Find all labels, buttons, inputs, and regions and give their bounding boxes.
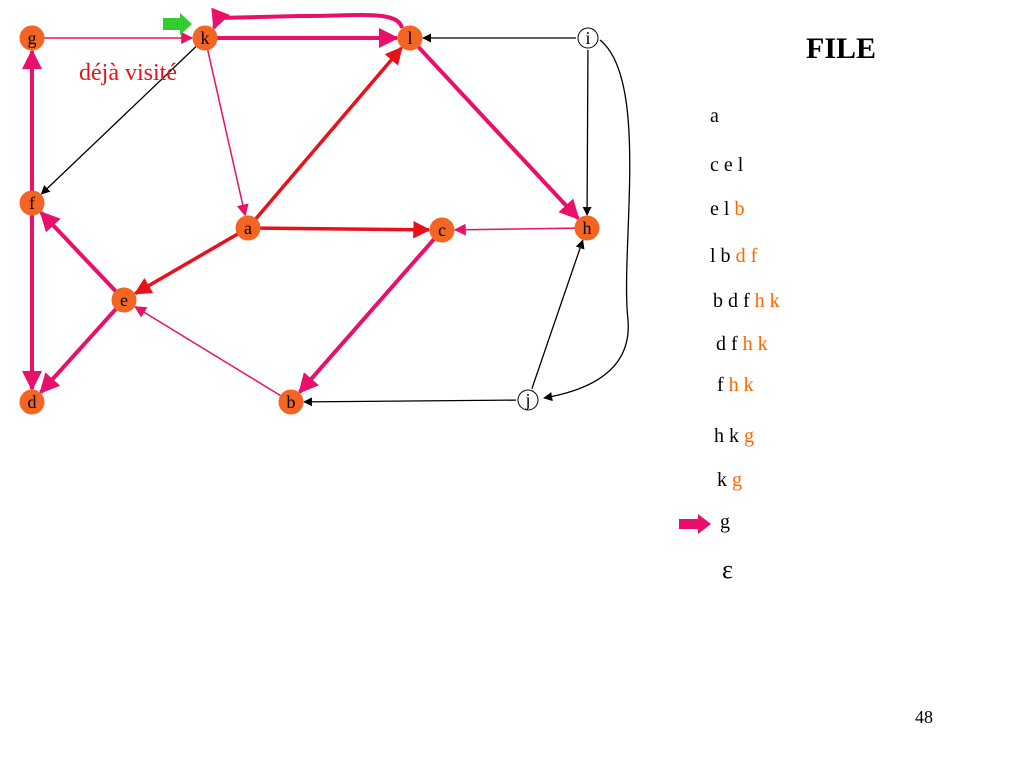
edge-e-f <box>39 210 118 293</box>
edges-layer <box>22 7 631 407</box>
node-label-l: l <box>407 28 412 48</box>
node-circle-k <box>192 25 218 51</box>
queue-row-existing: b d f <box>713 290 750 312</box>
edge-i-j <box>543 39 631 402</box>
queue-row: d f h k <box>716 333 768 356</box>
node-circle-g <box>19 25 45 51</box>
already-visited-annotation: déjà visité <box>79 60 177 86</box>
node-label-f: f <box>29 193 35 213</box>
page-number: 48 <box>915 707 933 727</box>
queue-row-existing: h k <box>714 425 739 447</box>
node-j: j <box>517 389 539 411</box>
node-label-c: c <box>438 220 446 240</box>
queue-row-existing: e l <box>710 198 730 220</box>
node-circle-b <box>278 389 304 415</box>
node-circle-c <box>429 217 455 243</box>
node-label-e: e <box>120 290 128 310</box>
node-f: f <box>19 190 45 216</box>
node-l: l <box>397 25 423 51</box>
queue-row-added: b <box>729 198 745 220</box>
queue-row-existing: d f <box>716 333 738 355</box>
node-c: c <box>429 217 455 243</box>
queue-row-existing: l b <box>710 245 731 267</box>
node-k: k <box>192 25 218 51</box>
queue-row: h k g <box>714 425 754 448</box>
node-circle-j <box>517 389 539 411</box>
node-label-d: d <box>28 392 37 412</box>
node-e: e <box>111 287 137 313</box>
queue-row: c e l <box>710 154 743 177</box>
node-label-a: a <box>244 218 252 238</box>
edge-i-h <box>582 49 592 216</box>
node-circle-l <box>397 25 423 51</box>
edge-l-k <box>211 7 404 30</box>
node-i: i <box>577 27 599 49</box>
edge-k-f <box>40 45 197 195</box>
edge-c-b <box>298 237 436 394</box>
node-d: d <box>19 389 45 415</box>
queue-pointer-icon <box>679 514 711 534</box>
edge-l-h <box>416 45 580 220</box>
queue-row-added: h k <box>737 333 768 355</box>
node-label-k: k <box>201 28 210 48</box>
edge-e-d <box>39 307 118 394</box>
queue-row-existing: f <box>717 374 724 396</box>
empty-queue-epsilon: ε <box>722 555 733 584</box>
node-h: h <box>574 215 600 241</box>
node-b: b <box>278 389 304 415</box>
nodes-layer: g k l i f a c h e d b j <box>19 25 600 415</box>
node-g: g <box>19 25 45 51</box>
edge-k-a <box>206 49 249 217</box>
queue-row-added: h k <box>749 290 780 312</box>
edge-j-h <box>531 239 585 389</box>
queue-row: b d f h k <box>713 290 780 313</box>
edge-a-c <box>259 220 431 239</box>
node-circle-i <box>577 27 599 49</box>
edge-b-e <box>134 306 282 397</box>
edge-a-l <box>254 46 403 221</box>
node-circle-h <box>574 215 600 241</box>
queue-row: f h k <box>717 374 754 397</box>
edge-j-b <box>303 397 517 407</box>
edge-h-c <box>453 223 576 236</box>
queue-title: FILE <box>806 32 877 65</box>
node-label-b: b <box>287 392 296 412</box>
queue-row-added: h k <box>723 374 754 396</box>
queue-row-existing: a <box>710 105 719 127</box>
queue-row-added: d f <box>730 245 758 267</box>
queue-row: l b d f <box>710 245 757 268</box>
node-circle-a <box>235 215 261 241</box>
node-label-j: j <box>524 390 530 410</box>
current-node-pointer-icon <box>163 13 192 35</box>
node-circle-f <box>19 190 45 216</box>
queue-row-added: g <box>739 425 754 447</box>
queue-row: e l b <box>710 198 744 221</box>
queue-row: k g <box>717 469 742 492</box>
queue-row-existing: k <box>717 469 727 491</box>
queue-row: g <box>720 511 730 534</box>
node-label-h: h <box>583 218 592 238</box>
node-circle-e <box>111 287 137 313</box>
queue-row-added: g <box>727 469 742 491</box>
queue-row: a <box>710 105 719 128</box>
queue-row-existing: g <box>720 511 730 533</box>
node-label-i: i <box>585 28 590 48</box>
node-circle-d <box>19 389 45 415</box>
node-label-g: g <box>28 28 37 48</box>
edge-a-e <box>133 232 239 295</box>
node-a: a <box>235 215 261 241</box>
queue-row-existing: c e l <box>710 154 744 176</box>
